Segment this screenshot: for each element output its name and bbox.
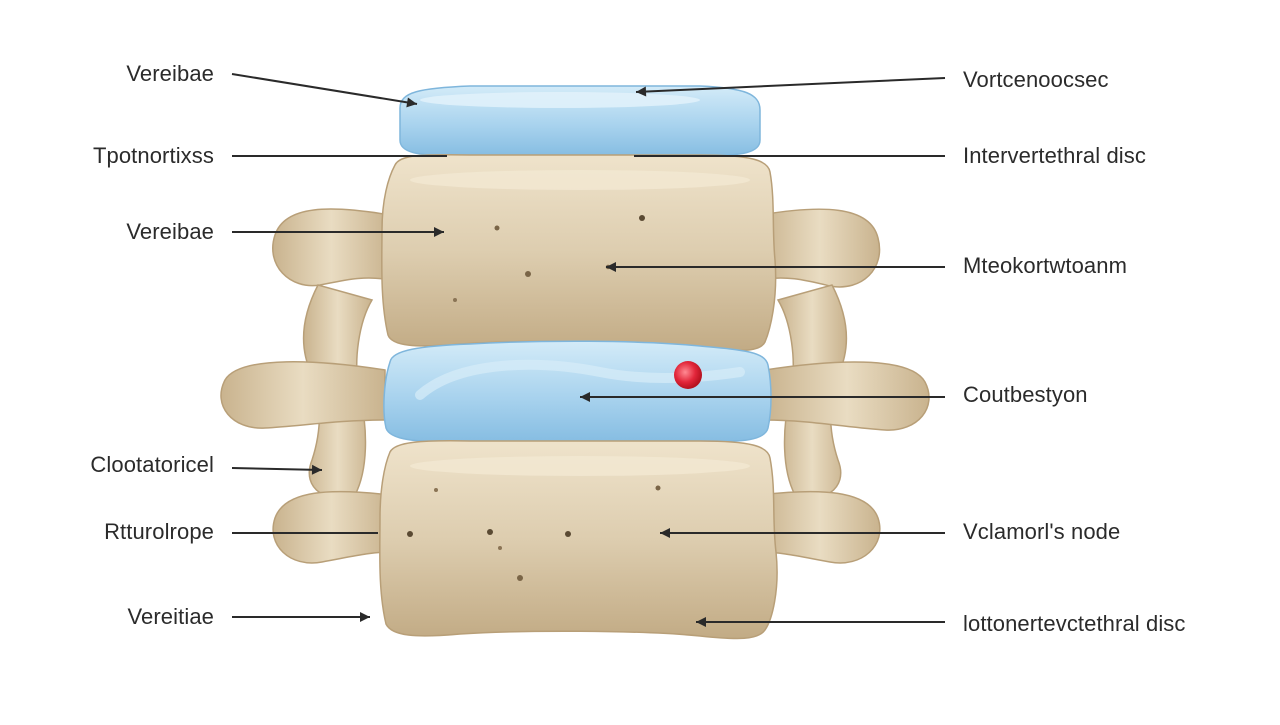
transverse-process-lower-right: [759, 490, 881, 564]
lower-vertebral-body: [379, 440, 778, 640]
transverse-process-lower-left: [272, 490, 391, 564]
leader-arrowhead-1: [406, 97, 417, 108]
leader-line-7: [635, 77, 946, 93]
leader-arrowhead-7: [636, 86, 647, 97]
upper-intervertebral-disc: [399, 85, 761, 157]
leader-arrowhead-6: [360, 612, 370, 622]
leader-arrowhead-10: [580, 392, 590, 402]
transverse-process-upper-left: [272, 208, 391, 287]
leader-arrowhead-4: [311, 464, 322, 475]
leader-line-1: [231, 73, 418, 105]
schmorl-node-lesion: [674, 361, 702, 389]
label-right-3: Mteokortwtoanm: [963, 253, 1128, 278]
label-right-6: lottonertevctethral disc: [963, 611, 1186, 636]
label-left-3: Vereibae: [126, 219, 214, 244]
label-right-5: Vclamorl's node: [963, 519, 1121, 544]
leader-arrowhead-3: [434, 227, 444, 237]
middle-intervertebral-disc: [383, 340, 772, 443]
leader-arrowhead-11: [660, 528, 670, 538]
label-right-4: Coutbestyon: [963, 382, 1088, 407]
leader-line-4: [231, 467, 323, 471]
label-right-2: Intervertethral disc: [963, 143, 1146, 168]
label-left-2: Tpotnortixss: [92, 143, 214, 168]
leader-arrowhead-9: [606, 262, 616, 272]
label-right-1: Vortcenoocsec: [963, 67, 1109, 92]
label-left-5: Rtturolrope: [104, 519, 214, 544]
leader-arrowhead-12: [696, 617, 706, 627]
label-left-1: Vereibae: [126, 61, 214, 86]
upper-vertebral-body: [381, 153, 777, 352]
leader-lines: [231, 73, 946, 627]
transverse-process-middle-left: [220, 361, 386, 429]
transverse-process-upper-right: [759, 208, 881, 288]
label-left-4: Clootatoricel: [90, 452, 214, 477]
label-left-6: Vereitiae: [127, 604, 214, 629]
